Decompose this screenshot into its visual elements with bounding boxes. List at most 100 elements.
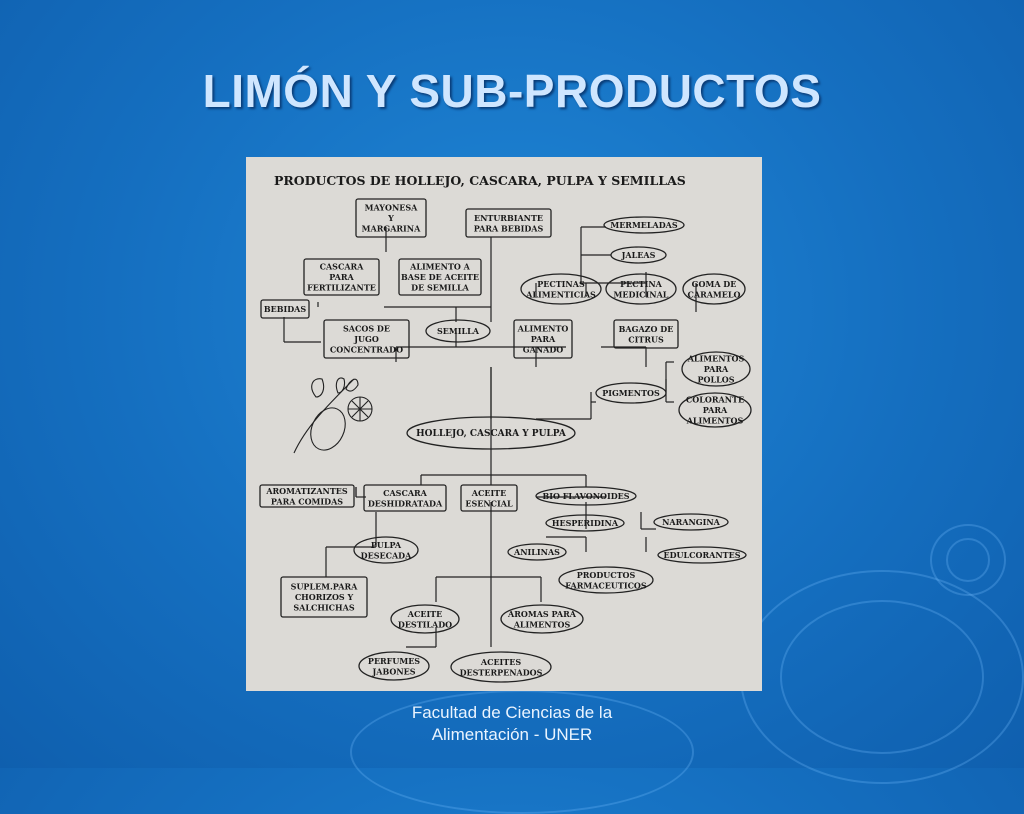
footer-line-2: Alimentación - UNER: [431, 725, 593, 744]
diagram-node-label: DESTERPENADOS: [460, 667, 543, 677]
diagram-node-anilinas: ANILINAS: [507, 543, 567, 561]
diagram-node-label: CITRUS: [628, 334, 664, 344]
diagram-node-label: CONCENTRADO: [330, 345, 403, 355]
diagram-node-label: ACEITES: [480, 657, 521, 667]
diagram-node-label: CASCARA: [320, 262, 365, 272]
diagram-node-label: PARA: [531, 334, 556, 344]
diagram-heading: PRODUCTOS DE HOLLEJO, CASCARA, PULPA Y S…: [274, 173, 686, 188]
diagram-node-narangina: NARANGINA: [653, 513, 729, 531]
diagram-node-label: ACEITE: [471, 488, 506, 498]
diagram-node-label: AROMATIZANTES: [265, 486, 348, 496]
diagram-node-label: PULPA: [371, 540, 402, 550]
diagram-node-label: SACOS DE: [343, 324, 390, 334]
diagram-node-label: MAYONESA: [365, 203, 419, 213]
diagram-node-label: FARMACEUTICOS: [565, 580, 647, 590]
diagram-node-label: PRODUCTOS: [577, 570, 636, 580]
diagram-node-label: PIGMENTOS: [602, 388, 660, 398]
diagram-node-label: ALIMENTICIAS: [525, 289, 596, 299]
diagram-node-edulcorantes: EDULCORANTES: [657, 546, 747, 564]
diagram-node-label: ESENCIAL: [465, 498, 513, 508]
diagram-node-pigmentos: PIGMENTOS: [595, 382, 667, 404]
diagram-node-label: DESECADA: [361, 550, 412, 560]
diagram-node-label: HESPERIDINA: [552, 518, 619, 528]
slide-title: LIMÓN Y SUB-PRODUCTOS: [202, 65, 822, 117]
diagram-node-label: SUPLEM.PARA: [291, 582, 358, 592]
diagram-node-mermeladas: MERMELADAS: [603, 216, 685, 234]
lemon-drawing: [293, 377, 373, 454]
diagram-node-label: PARA: [704, 364, 729, 374]
diagram-node-bebidas: BEBIDAS: [260, 299, 310, 319]
diagram-center-label: HOLLEJO, CASCARA Y PULPA: [416, 429, 567, 439]
diagram-node-label: CASCARA: [383, 488, 428, 498]
diagram-node-label: FERTILIZANTE: [307, 283, 376, 293]
diagram-node-label: ALIMENTO A: [409, 262, 471, 272]
diagram-node-label: GOMA DE: [692, 279, 737, 289]
diagram-node-jaleas: JALEAS: [610, 246, 667, 264]
diagram-node-label: Y: [387, 213, 394, 223]
diagram-node-label: BAGAZO DE: [619, 324, 674, 334]
diagram-node-label: POLLOS: [698, 375, 735, 385]
diagram-node-label: MARGARINA: [362, 224, 421, 234]
diagram-connectors: [283, 226, 697, 648]
diagram-node-label: PECTINAS: [537, 279, 585, 289]
diagram-node-label: DESTILADO: [398, 619, 452, 629]
diagram-node-label: EDULCORANTES: [664, 550, 741, 560]
diagram-center-node: HOLLEJO, CASCARA Y PULPA: [406, 416, 576, 450]
flow-diagram-image: PRODUCTOS DE HOLLEJO, CASCARA, PULPA Y S…: [246, 157, 762, 691]
diagram-node-label: PARA COMIDAS: [271, 496, 343, 506]
diagram-node-label: PARA: [703, 405, 728, 415]
diagram-node-label: ALIMENTO: [517, 324, 569, 334]
diagram-node-label: DESHIDRATADA: [368, 498, 443, 508]
diagram-node-label: MERMELADAS: [610, 220, 678, 230]
diagram-node-label: GANADO: [523, 345, 563, 355]
diagram-node-label: JUGO: [353, 334, 379, 344]
diagram-node-label: ACEITE: [407, 609, 442, 619]
diagram-node-hesperidina: HESPERIDINA: [545, 514, 625, 532]
diagram-node-label: PERFUMES: [368, 656, 420, 666]
diagram-node-label: BEBIDAS: [264, 304, 307, 314]
footer-institution: Facultad de Ciencias de la Alimentación …: [380, 702, 644, 746]
diagram-node-label: PARA BEBIDAS: [474, 223, 544, 233]
diagram-canvas: PRODUCTOS DE HOLLEJO, CASCARA, PULPA Y S…: [259, 173, 752, 683]
diagram-node-label: JABONES: [371, 666, 415, 676]
diagram-node-label: MEDICINAL: [614, 289, 669, 299]
diagram-node-semilla: SEMILLA: [425, 319, 491, 343]
diagram-node-label: BIO FLAVONOIDES: [542, 491, 629, 501]
diagram-node-label: NARANGINA: [662, 517, 721, 527]
diagram-node-bioflavonoides: BIO FLAVONOIDES: [535, 486, 637, 506]
diagram-node-label: PECTINA: [620, 279, 662, 289]
diagram-node-label: SALCHICHAS: [293, 603, 354, 613]
diagram-node-label: ALIMENTOS: [686, 416, 744, 426]
footer-line-1: Facultad de Ciencias de la: [411, 703, 613, 722]
diagram-node-label: SEMILLA: [437, 326, 480, 336]
diagram-node-label: COLORANTE: [686, 395, 744, 405]
diagram-node-label: DE SEMILLA: [411, 283, 470, 293]
diagram-node-label: ALIMENTOS: [513, 619, 571, 629]
diagram-node-label: CHORIZOS Y: [295, 592, 354, 602]
diagram-node-label: ALIMENTOS: [687, 354, 745, 364]
diagram-node-label: JALEAS: [621, 250, 656, 260]
diagram-node-label: ANILINAS: [513, 547, 560, 557]
diagram-node-label: BASE DE ACEITE: [401, 272, 479, 282]
